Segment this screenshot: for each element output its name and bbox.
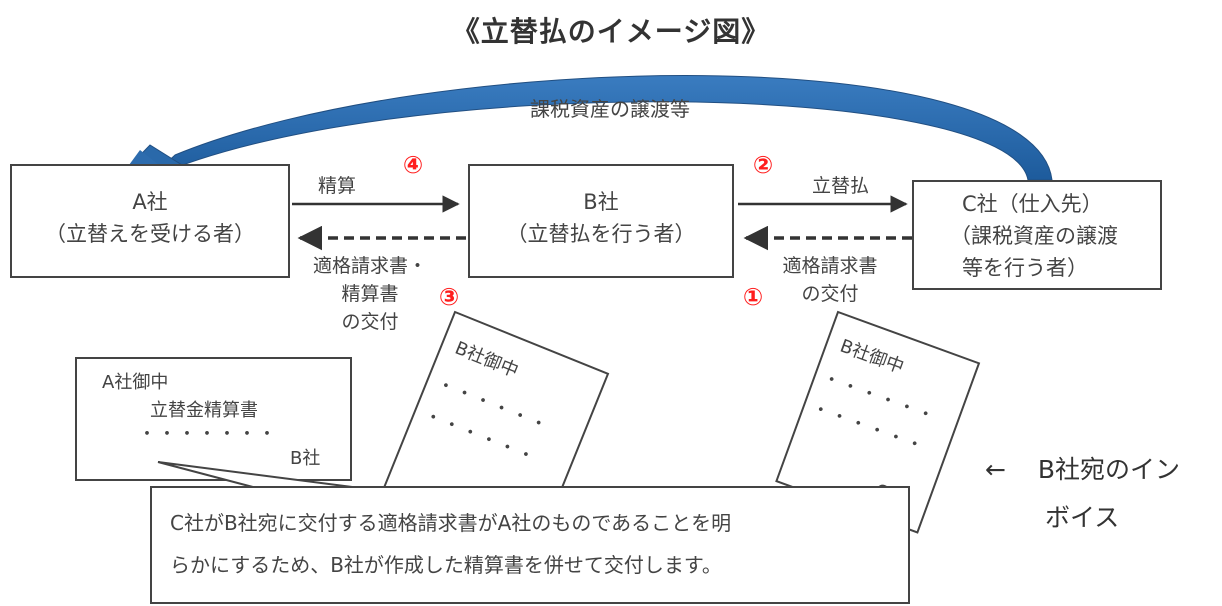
label-left-dashed-line1: 適格請求書・: [312, 255, 427, 277]
top-arrow-label: 課税資産の譲渡等: [530, 97, 690, 121]
settlement-doc-title: 立替金精算書: [150, 400, 258, 421]
left-arrow-icon: ←: [985, 455, 1006, 484]
caption-line2: らかにするため、B社が作成した精算書を併せて交付します。: [170, 553, 722, 577]
side-note: ← B社宛のイン ボイス: [985, 446, 1215, 542]
side-note-text2: ボイス: [1045, 503, 1120, 532]
label-left-dashed-line2: 精算書: [341, 283, 399, 305]
settlement-document: [75, 357, 352, 481]
left-invoice-addressee: B社御中: [451, 337, 522, 382]
company-a-name: A社: [132, 190, 168, 214]
caption-line1: C社がB社宛に交付する適格請求書がA社のものであることを明: [170, 511, 732, 535]
diagram-title: 《立替払のイメージ図》: [451, 15, 771, 48]
settlement-doc-addressee: A社御中: [102, 372, 169, 393]
step-number-4: ④: [402, 151, 424, 179]
label-left-dashed: 適格請求書・ 精算書 の交付: [305, 252, 435, 336]
company-a-role: （立替えを受ける者）: [45, 222, 255, 246]
label-advance-payment: 立替払: [812, 175, 870, 197]
step-number-1: ①: [742, 283, 764, 311]
settlement-doc-dots: ・・・・・・・: [138, 424, 278, 445]
caption-box: C社がB社宛に交付する適格請求書がA社のものであることを明 らかにするため、B社…: [150, 486, 910, 604]
company-b-box: B社 （立替払を行う者）: [468, 164, 734, 278]
label-settlement: 精算: [318, 175, 357, 197]
settlement-doc-issuer: B社: [290, 448, 321, 469]
side-note-text1: B社宛のイン: [1037, 455, 1181, 484]
company-a-box: A社 （立替えを受ける者）: [10, 164, 290, 278]
company-b-role: （立替払を行う者）: [506, 222, 696, 246]
label-right-dashed-line1: 適格請求書: [782, 255, 878, 277]
step-number-2: ②: [752, 151, 774, 179]
label-right-dashed-line2: の交付: [801, 283, 859, 305]
step-number-3: ③: [438, 283, 460, 311]
company-b-name: B社: [583, 190, 619, 214]
company-c-role-line2: 等を行う者）: [962, 256, 1088, 280]
company-c-name: C社（仕入先）: [962, 192, 1103, 216]
label-right-dashed: 適格請求書 の交付: [760, 252, 900, 308]
company-c-box: C社（仕入先） （課税資産の譲渡 等を行う者）: [912, 180, 1162, 290]
side-note-line1: ← B社宛のイン: [985, 446, 1215, 494]
label-left-dashed-line3: の交付: [341, 311, 399, 333]
company-c-role-line1: （課税資産の譲渡: [950, 224, 1118, 248]
